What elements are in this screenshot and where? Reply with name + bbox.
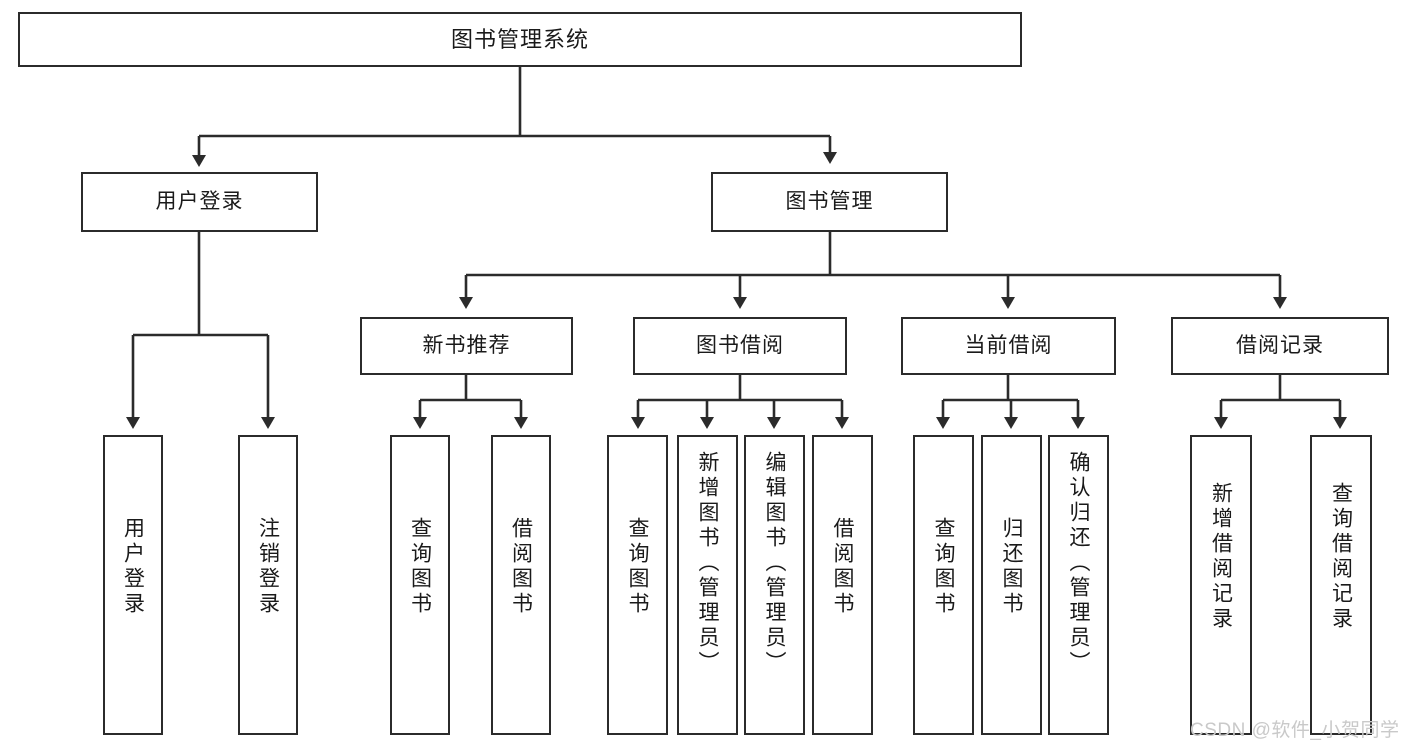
leaf-borrow-add-book-admin-label: 新增图书（管理员） [696,451,719,676]
leaf-borrow-edit-book-admin-label: 编辑图书（管理员） [763,451,786,676]
leaf-user-login-logout-label: 注销登录 [256,517,280,617]
leaf-new-book-query-books-label: 查询图书 [408,517,432,617]
node-book-management-label: 图书管理 [785,189,874,213]
node-current-borrowing[interactable]: 当前借阅 [901,317,1116,375]
leaf-borrow-edit-book-admin[interactable]: 编辑图书（管理员） [744,435,805,735]
leaf-borrow-query-books-label: 查询图书 [626,517,649,617]
leaf-current-return-books[interactable]: 归还图书 [981,435,1042,735]
leaf-record-query-borrow-record-label: 查询借阅记录 [1329,482,1353,632]
node-book-borrowing[interactable]: 图书借阅 [633,317,847,375]
leaf-user-login-login-label: 用户登录 [121,517,145,617]
node-root-book-management-system[interactable]: 图书管理系统 [18,12,1022,67]
csdn-watermark: CSDN @软件_小贺同学 [1190,720,1400,741]
leaf-new-book-borrow-books[interactable]: 借阅图书 [491,435,551,735]
leaf-borrow-borrow-books-label: 借阅图书 [831,517,854,617]
node-root-label: 图书管理系统 [450,26,589,52]
leaf-current-return-books-label: 归还图书 [1000,517,1023,617]
node-book-borrowing-label: 图书借阅 [696,333,784,357]
leaf-new-book-query-books[interactable]: 查询图书 [390,435,450,735]
node-borrowing-records-label: 借阅记录 [1236,333,1324,357]
node-new-book-recommendation[interactable]: 新书推荐 [360,317,573,375]
leaf-user-login-login[interactable]: 用户登录 [103,435,163,735]
leaf-borrow-add-book-admin[interactable]: 新增图书（管理员） [677,435,738,735]
leaf-current-confirm-return-admin-label: 确认归还（管理员） [1067,451,1090,676]
leaf-user-login-logout[interactable]: 注销登录 [238,435,298,735]
node-user-login[interactable]: 用户登录 [81,172,318,232]
leaf-record-add-borrow-record-label: 新增借阅记录 [1209,482,1233,632]
node-book-management[interactable]: 图书管理 [711,172,948,232]
leaf-current-query-books[interactable]: 查询图书 [913,435,974,735]
leaf-borrow-borrow-books[interactable]: 借阅图书 [812,435,873,735]
leaf-borrow-query-books[interactable]: 查询图书 [607,435,668,735]
leaf-record-query-borrow-record[interactable]: 查询借阅记录 [1310,435,1372,735]
leaf-new-book-borrow-books-label: 借阅图书 [509,517,533,617]
leaf-current-confirm-return-admin[interactable]: 确认归还（管理员） [1048,435,1109,735]
node-user-login-label: 用户登录 [155,189,244,213]
leaf-current-query-books-label: 查询图书 [932,517,955,617]
node-new-book-recommendation-label: 新书推荐 [422,333,511,357]
leaf-record-add-borrow-record[interactable]: 新增借阅记录 [1190,435,1252,735]
node-current-borrowing-label: 当前借阅 [964,333,1053,357]
node-borrowing-records[interactable]: 借阅记录 [1171,317,1389,375]
